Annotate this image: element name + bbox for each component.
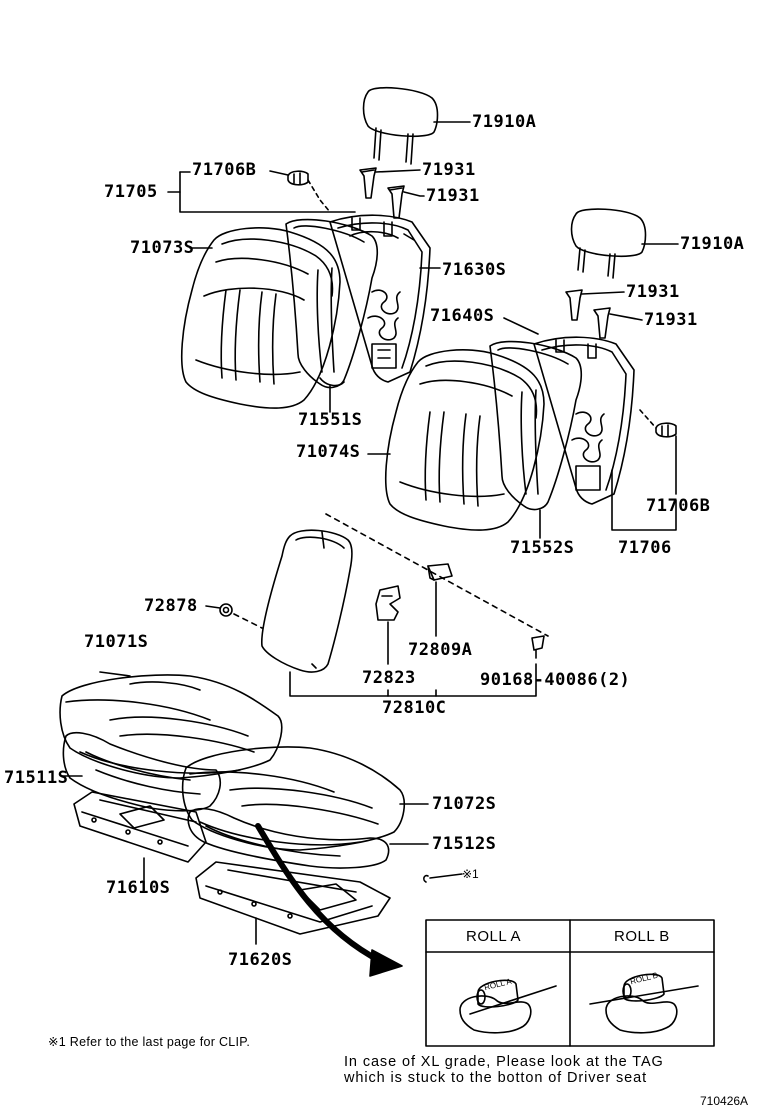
bracket-72810c-ticks bbox=[387, 689, 437, 697]
bracket-72810c bbox=[289, 663, 537, 697]
part-label-72823: 72823 bbox=[362, 668, 416, 688]
dash-armrest-left bbox=[233, 613, 263, 629]
tag-arrow bbox=[255, 823, 385, 965]
diagram-code: 710426A bbox=[700, 1094, 749, 1108]
guide-pin-71931-c-drawing bbox=[565, 289, 583, 321]
leader-71931-a bbox=[375, 169, 421, 173]
latch-71706b-right-drawing bbox=[655, 422, 677, 438]
part-label-71074s: 71074S bbox=[296, 442, 361, 462]
bracket-72823-drawing bbox=[375, 585, 401, 621]
part-label-72878: 72878 bbox=[144, 596, 198, 616]
leader-71931-d bbox=[609, 313, 643, 321]
seatback-frame-left-drawing bbox=[329, 214, 431, 383]
part-label-71620s: 71620S bbox=[228, 950, 293, 970]
part-label-71551s: 71551S bbox=[298, 410, 363, 430]
dash-latch-right bbox=[639, 409, 657, 429]
headrest-left-drawing bbox=[362, 86, 439, 165]
part-label-72810c: 72810C bbox=[382, 698, 447, 718]
part-label-71072s: 71072S bbox=[432, 794, 497, 814]
roll-b-tag-drawing bbox=[589, 973, 699, 1034]
part-label-71552s: 71552S bbox=[510, 538, 575, 558]
bracket-71706 bbox=[611, 469, 677, 531]
guide-pin-71931-b-drawing bbox=[387, 185, 405, 219]
screw-90168-drawing bbox=[531, 635, 545, 659]
clip-mark-hook bbox=[423, 874, 429, 883]
bracket-71705 bbox=[179, 171, 356, 213]
part-label-71931-b: 71931 bbox=[426, 186, 480, 206]
cushion-cover-left-drawing bbox=[59, 674, 283, 779]
seatback-cover-left-drawing bbox=[180, 227, 341, 409]
roll-a-heading: ROLL A bbox=[466, 928, 521, 945]
clip-72878-drawing bbox=[219, 603, 233, 617]
dash-armrest-top bbox=[325, 513, 549, 637]
part-label-71931-a: 71931 bbox=[422, 160, 476, 180]
part-label-71511s: 71511S bbox=[4, 768, 69, 788]
seatback-pad-right-drawing bbox=[489, 340, 583, 511]
cushion-pad-right-drawing bbox=[187, 807, 390, 869]
clip-footnote: ※1 Refer to the last page for CLIP. bbox=[48, 1035, 251, 1049]
bracket-71705-tick bbox=[167, 171, 191, 193]
headrest-right-drawing bbox=[570, 208, 647, 279]
cushion-cover-right-drawing bbox=[181, 746, 406, 851]
part-label-71610s: 71610S bbox=[106, 878, 171, 898]
part-label-71706b-right: 71706B bbox=[646, 496, 711, 516]
leader-71931-c bbox=[581, 291, 625, 295]
seatback-frame-right-drawing bbox=[533, 336, 635, 505]
armrest-drawing bbox=[261, 529, 353, 673]
part-label-71071s: 71071S bbox=[84, 632, 149, 652]
seatback-cover-right-drawing bbox=[384, 349, 545, 531]
part-label-71931-c: 71931 bbox=[626, 282, 680, 302]
tag-arrowhead bbox=[369, 949, 403, 977]
leader-71706b-top bbox=[269, 170, 289, 176]
part-label-72809a: 72809A bbox=[408, 640, 473, 660]
roll-b-heading: ROLL B bbox=[614, 928, 670, 945]
seatback-pad-left-drawing bbox=[285, 218, 379, 389]
cushion-pad-left-drawing bbox=[62, 731, 222, 812]
part-label-71630s: 71630S bbox=[442, 260, 507, 280]
part-label-71073s: 71073S bbox=[130, 238, 195, 258]
part-label-71512s: 71512S bbox=[432, 834, 497, 854]
roll-table-frame bbox=[425, 919, 715, 1047]
roll-a-tag-drawing bbox=[459, 979, 557, 1034]
part-label-71910a-right: 71910A bbox=[680, 234, 745, 254]
leader-clip bbox=[429, 873, 463, 879]
part-label-71640s: 71640S bbox=[430, 306, 495, 326]
latch-71706b-top-drawing bbox=[287, 170, 309, 186]
leader-72878 bbox=[205, 605, 221, 609]
part-label-71705: 71705 bbox=[104, 182, 158, 202]
dash-latch-top bbox=[307, 179, 331, 213]
guide-pin-71931-a-drawing bbox=[359, 167, 377, 199]
tag-note-line-1: In case of XL grade, Please look at the … bbox=[344, 1054, 664, 1070]
leader-71931-b bbox=[403, 191, 425, 197]
tag-note-line-2: which is stuck to the botton of Driver s… bbox=[344, 1070, 648, 1086]
guide-pin-71931-d-drawing bbox=[593, 307, 611, 339]
leader-71071s bbox=[99, 671, 131, 677]
clip-reference-mark: ※1 bbox=[462, 867, 479, 881]
part-label-71706: 71706 bbox=[618, 538, 672, 558]
leader-71640s bbox=[503, 317, 539, 335]
part-label-71910a-top: 71910A bbox=[472, 112, 537, 132]
cushion-frame-right-drawing bbox=[195, 861, 391, 935]
part-label-90168-40086: 90168-40086(2) bbox=[480, 670, 631, 690]
part-label-71706b-top: 71706B bbox=[192, 160, 257, 180]
part-label-71931-d: 71931 bbox=[644, 310, 698, 330]
cushion-frame-left-drawing bbox=[73, 791, 207, 863]
block-72809a-drawing bbox=[427, 563, 453, 581]
